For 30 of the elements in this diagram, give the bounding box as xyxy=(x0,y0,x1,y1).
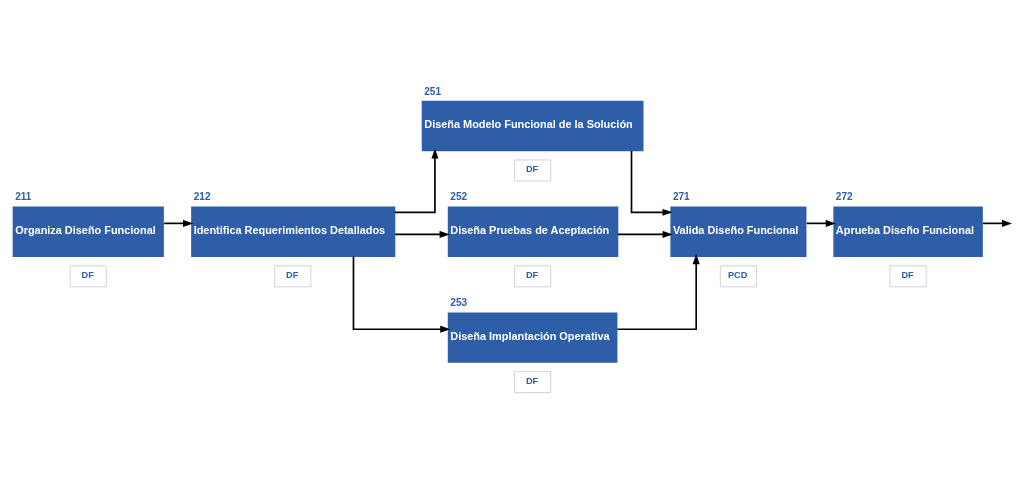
node-box: Valida Diseño Funcional xyxy=(670,206,807,257)
arrow xyxy=(630,150,673,216)
node-box: Diseña Pruebas de Aceptación xyxy=(447,206,619,257)
node-box: DF xyxy=(274,265,312,288)
node-box: DF xyxy=(69,265,107,288)
arrow xyxy=(163,219,194,227)
node-box: DF xyxy=(514,265,552,288)
node-label: 272 xyxy=(835,191,853,203)
node-label: 271 xyxy=(672,191,690,203)
node-label: 252 xyxy=(450,191,468,203)
arrow xyxy=(982,219,1013,227)
node-box: DF xyxy=(514,159,552,182)
node-label: 212 xyxy=(193,191,211,203)
node-label: 251 xyxy=(424,85,442,97)
arrow xyxy=(394,148,439,214)
arrow xyxy=(394,230,450,238)
arrow xyxy=(617,230,673,238)
node-box: Diseña Modelo Funcional de la Solución xyxy=(421,100,644,152)
node-box: Diseña Implantación Operativa xyxy=(447,312,618,363)
node-box: Aprueba Diseño Funcional xyxy=(833,206,983,257)
node-box: DF xyxy=(514,371,552,394)
arrow xyxy=(352,255,451,333)
node-label: 253 xyxy=(450,297,468,309)
arrow xyxy=(805,219,836,227)
node-label: 211 xyxy=(15,191,32,203)
node-box: Identifica Requerimientos Detallados xyxy=(191,206,396,257)
node-box: Organiza Diseño Funcional xyxy=(12,206,164,257)
arrow xyxy=(616,254,700,331)
node-box: PCD xyxy=(719,265,757,288)
node-box: DF xyxy=(889,265,927,288)
